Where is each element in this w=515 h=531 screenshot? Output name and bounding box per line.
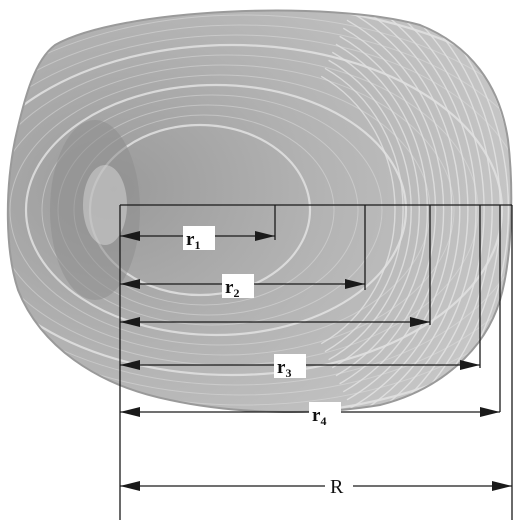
fish-scale: [0, 0, 515, 512]
label-R: R: [330, 476, 344, 498]
